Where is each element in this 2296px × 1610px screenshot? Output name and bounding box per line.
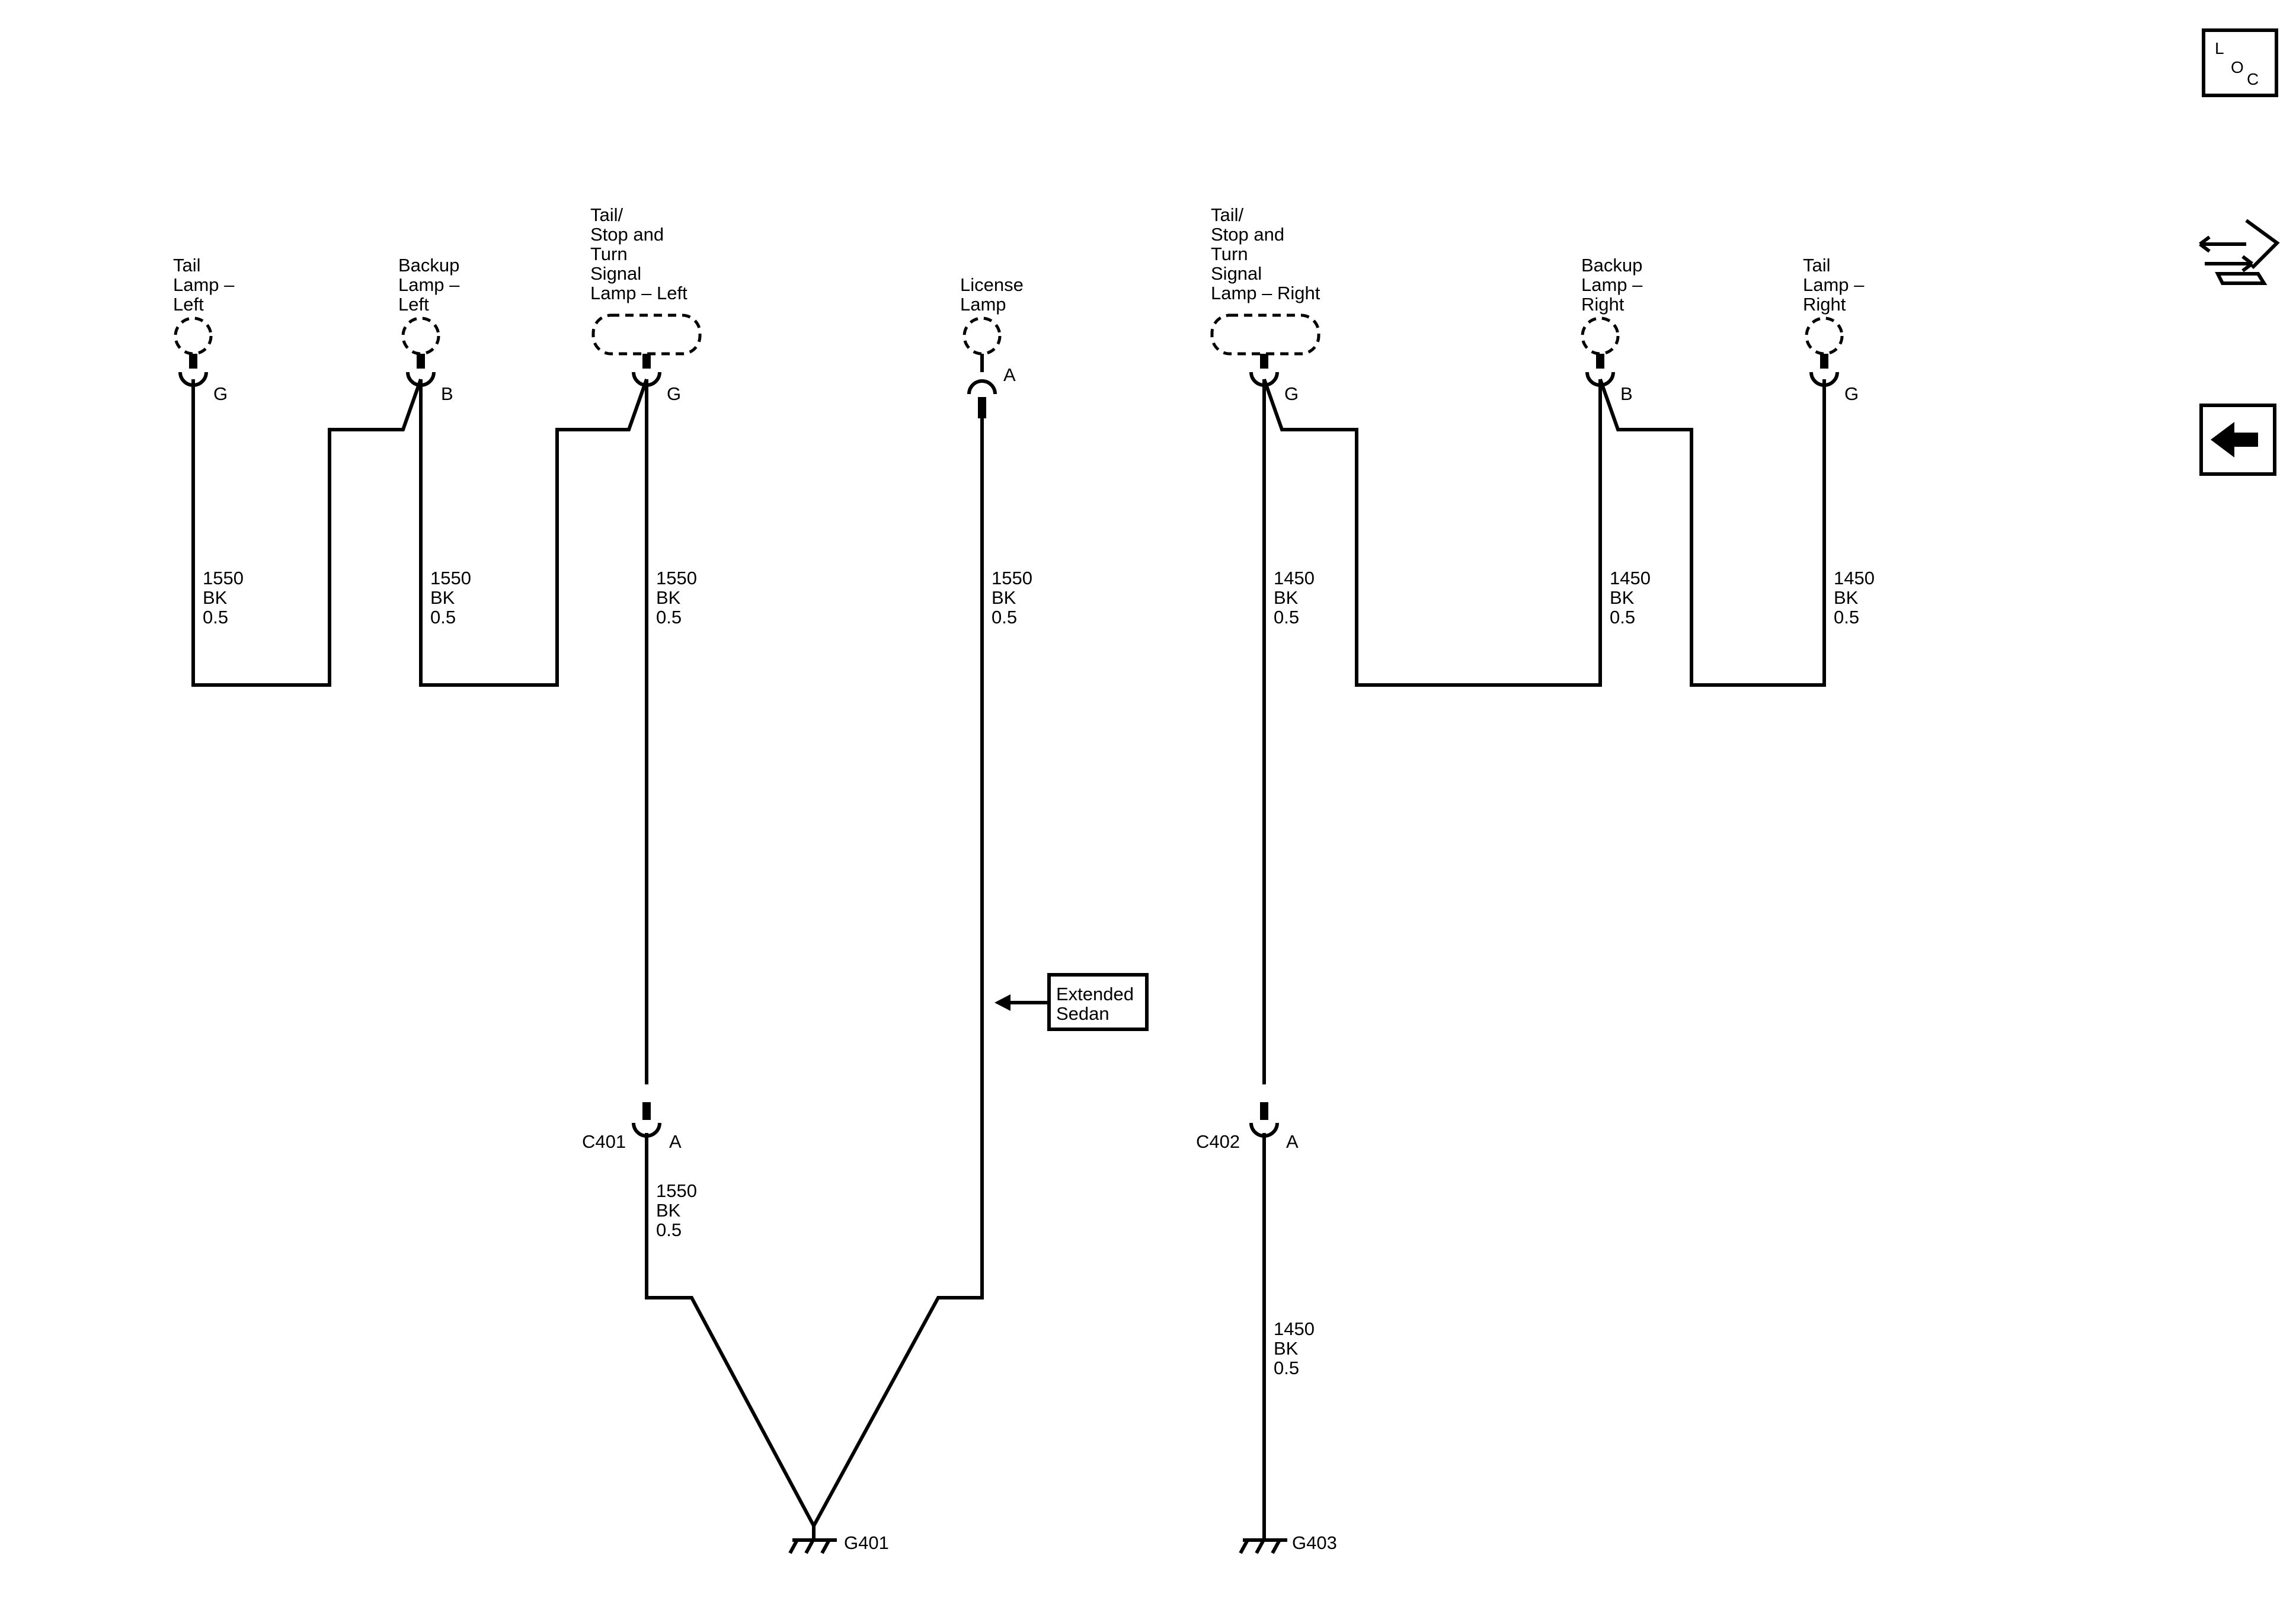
wire-label-8: 1550 BK 0.5 [656, 1180, 702, 1240]
g403-hatch-2 [1255, 1539, 1265, 1554]
option-note-text: Extended Sedan [1056, 984, 1139, 1024]
c401-label: C401 [582, 1131, 626, 1152]
tail-stop-turn-lamp-left-label: Tail/ Stop and Turn Signal Lamp – Left [590, 204, 687, 303]
wire-tail-left-to-backup-left [191, 379, 423, 687]
wire-label-9: 1450 BK 0.5 [1274, 1318, 1320, 1378]
g401-hatch-1 [788, 1539, 799, 1554]
backup-lamp-right-outline [1581, 316, 1620, 356]
tail-stop-turn-lamp-left[interactable]: Tail/ Stop and Turn Signal Lamp – Left G [590, 204, 702, 404]
wire-label-7: 1450 BK 0.5 [1834, 568, 1880, 628]
back-arrow-icon-glyph [2211, 422, 2258, 457]
component-swap-icon[interactable] [2199, 219, 2280, 285]
wire-backup-left-to-tail-stop-left [419, 379, 648, 687]
wire-license-to-g401 [812, 418, 984, 1527]
license-lamp[interactable]: License Lamp A [960, 274, 1028, 418]
component-swap-icon-arrow-left [2199, 235, 2246, 253]
wire-label-6: 1450 BK 0.5 [1610, 568, 1656, 628]
tail-lamp-left-outline [174, 316, 213, 356]
license-lamp-pin: A [1003, 364, 1016, 385]
license-lamp-label: License Lamp [960, 274, 1028, 315]
tail-stop-turn-lamp-right-label: Tail/ Stop and Turn Signal Lamp – Right [1211, 204, 1320, 303]
wire-label-2: 1550 BK 0.5 [430, 568, 477, 628]
tail-stop-turn-lamp-left-outline [591, 313, 702, 356]
wire-label-5: 1450 BK 0.5 [1274, 568, 1320, 628]
backup-lamp-left[interactable]: Backup Lamp – Left B [398, 255, 465, 404]
g403-hatch-1 [1239, 1539, 1249, 1554]
tail-lamp-right-outline [1805, 316, 1844, 356]
location-icon-letter-l: L [2215, 39, 2224, 57]
wire-c401-to-g401 [645, 1133, 816, 1527]
ground-g401[interactable]: G401 [788, 1526, 889, 1554]
tail-lamp-right-label: Tail Lamp – Right [1803, 255, 1869, 315]
wire-backup-right-to-tail-right [1598, 379, 1826, 687]
license-lamp-socket [967, 379, 997, 395]
tail-stop-turn-lamp-left-pin: G [667, 383, 681, 404]
option-note-box [1047, 973, 1149, 1031]
tail-stop-turn-lamp-right-outline [1210, 313, 1320, 356]
wire-label-1: 1550 BK 0.5 [203, 568, 249, 628]
tail-lamp-left-label: Tail Lamp – Left [173, 255, 239, 315]
tail-lamp-left[interactable]: Tail Lamp – Left G [173, 255, 239, 404]
tail-lamp-right[interactable]: Tail Lamp – Right G [1803, 255, 1869, 404]
connector-c401[interactable]: C401 A [582, 1102, 682, 1152]
tail-stop-turn-lamp-right-pin: G [1284, 383, 1299, 404]
wire-label-3: 1550 BK 0.5 [656, 568, 702, 628]
wire-tail-stop-right-to-backup-right [1262, 379, 1602, 687]
g403-hatch-3 [1271, 1539, 1281, 1554]
ground-g403[interactable]: G403 [1239, 1526, 1337, 1554]
backup-lamp-right-pin: B [1620, 383, 1633, 404]
component-swap-icon-arrow-right [2205, 255, 2253, 273]
backup-lamp-left-outline [401, 316, 440, 356]
g401-label: G401 [844, 1532, 889, 1553]
c402-pin: A [1286, 1131, 1299, 1152]
component-swap-icon-shape [2215, 219, 2280, 285]
c401-pin: A [669, 1131, 682, 1152]
g403-label: G403 [1292, 1532, 1337, 1553]
backup-lamp-right[interactable]: Backup Lamp – Right B [1581, 255, 1648, 404]
option-note-extended-sedan: Extended Sedan [994, 973, 1149, 1031]
location-icon[interactable]: L O C [2202, 28, 2278, 97]
c401-socket [632, 1122, 661, 1138]
license-lamp-outline [962, 316, 1002, 356]
tail-lamp-right-pin: G [1844, 383, 1859, 404]
backup-lamp-left-pin: B [441, 383, 453, 404]
tail-lamp-left-pin: G [213, 383, 228, 404]
back-arrow-icon[interactable] [2199, 404, 2276, 476]
option-note-arrowhead [994, 994, 1011, 1011]
backup-lamp-left-label: Backup Lamp – Left [398, 255, 465, 315]
wire-label-4: 1550 BK 0.5 [992, 568, 1038, 628]
connector-c402[interactable]: C402 A [1196, 1102, 1299, 1152]
c402-label: C402 [1196, 1131, 1240, 1152]
backup-lamp-right-label: Backup Lamp – Right [1581, 255, 1648, 315]
tail-stop-turn-lamp-right[interactable]: Tail/ Stop and Turn Signal Lamp – Right … [1210, 204, 1320, 404]
location-icon-frame [2202, 28, 2278, 97]
g401-hatch-2 [804, 1539, 815, 1554]
location-icon-letter-c: C [2247, 70, 2259, 88]
location-icon-letter-o: O [2231, 58, 2244, 76]
g401-hatch-3 [820, 1539, 831, 1554]
